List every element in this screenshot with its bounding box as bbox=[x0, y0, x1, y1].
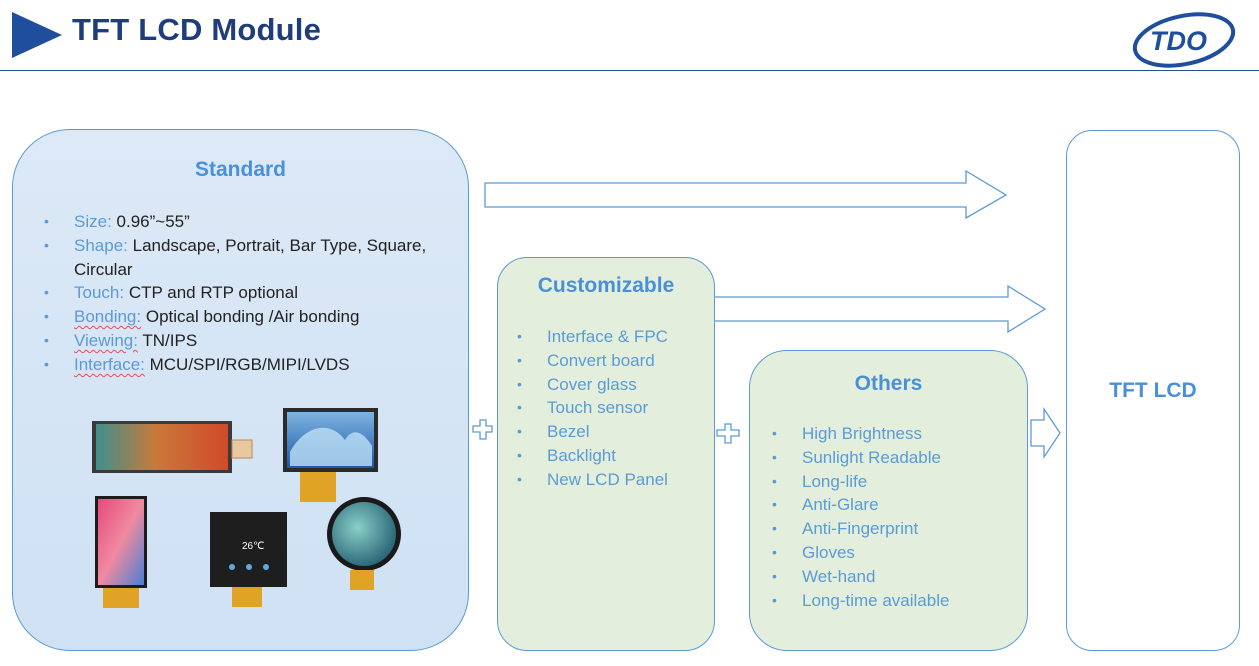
standard-spec-list: •Size: 0.96”~55” •Shape: Landscape, Port… bbox=[44, 210, 454, 377]
customizable-list: •Interface & FPC •Convert board •Cover g… bbox=[517, 325, 717, 492]
customizable-title: Customizable bbox=[537, 274, 675, 297]
list-item: •Anti-Glare bbox=[772, 495, 879, 515]
list-item: •Interface & FPC bbox=[517, 327, 668, 346]
list-item: •Interface: MCU/SPI/RGB/MIPI/LVDS bbox=[44, 354, 350, 374]
others-panel: Others bbox=[749, 350, 1028, 651]
arrow-customizable-to-tft bbox=[713, 284, 1047, 334]
list-item: •Cover glass bbox=[517, 374, 637, 394]
list-item: •Bonding: Optical bonding /Air bonding bbox=[44, 307, 360, 327]
list-item: •Long-time available bbox=[772, 590, 950, 610]
list-item: •Long-life bbox=[772, 471, 868, 491]
list-item: •Size: 0.96”~55” bbox=[44, 212, 190, 231]
others-title: Others bbox=[854, 372, 923, 395]
standard-title: Standard bbox=[194, 158, 286, 181]
tdo-logo: TDO bbox=[1128, 6, 1246, 73]
plus-icon-2 bbox=[716, 423, 740, 444]
list-item: •Backlight bbox=[517, 445, 616, 465]
list-item: •New LCD Panel bbox=[517, 469, 668, 489]
list-item: •Viewing: TN/IPS bbox=[44, 330, 198, 350]
others-list: •High Brightness •Sunlight Readable •Lon… bbox=[772, 422, 1022, 612]
page-title: TFT LCD Module bbox=[72, 12, 322, 47]
logo-text: TDO bbox=[1150, 26, 1207, 56]
list-item: •Wet-hand bbox=[772, 566, 876, 586]
tft-lcd-panel: TFT LCD bbox=[1066, 130, 1240, 651]
list-item: •Shape: Landscape, Portrait, Bar Type, S… bbox=[44, 235, 427, 279]
arrow-others-to-tft bbox=[1030, 406, 1061, 460]
list-item: •High Brightness bbox=[772, 424, 923, 443]
header-triangle-icon bbox=[12, 12, 62, 58]
list-item: •Convert board bbox=[517, 350, 655, 370]
header-divider bbox=[0, 70, 1259, 71]
portrait-display-image bbox=[95, 496, 147, 608]
square-display-image: 26℃ bbox=[210, 512, 287, 607]
circular-display-image bbox=[327, 497, 401, 590]
arrow-standard-to-tft bbox=[484, 169, 1008, 220]
list-item: •Bezel bbox=[517, 422, 590, 442]
customizable-panel: Customizable bbox=[497, 257, 715, 651]
list-item: •Sunlight Readable bbox=[772, 447, 941, 467]
list-item: •Touch sensor bbox=[517, 398, 649, 418]
list-item: •Gloves bbox=[772, 542, 855, 562]
square-display-temp: 26℃ bbox=[242, 541, 264, 552]
list-item: •Touch: CTP and RTP optional bbox=[44, 283, 298, 303]
landscape-display-image bbox=[283, 408, 378, 502]
plus-icon-1 bbox=[472, 419, 493, 440]
list-item: •Anti-Fingerprint bbox=[772, 519, 919, 539]
tft-lcd-label: TFT LCD bbox=[1109, 379, 1197, 402]
bar-display-image bbox=[92, 421, 253, 473]
